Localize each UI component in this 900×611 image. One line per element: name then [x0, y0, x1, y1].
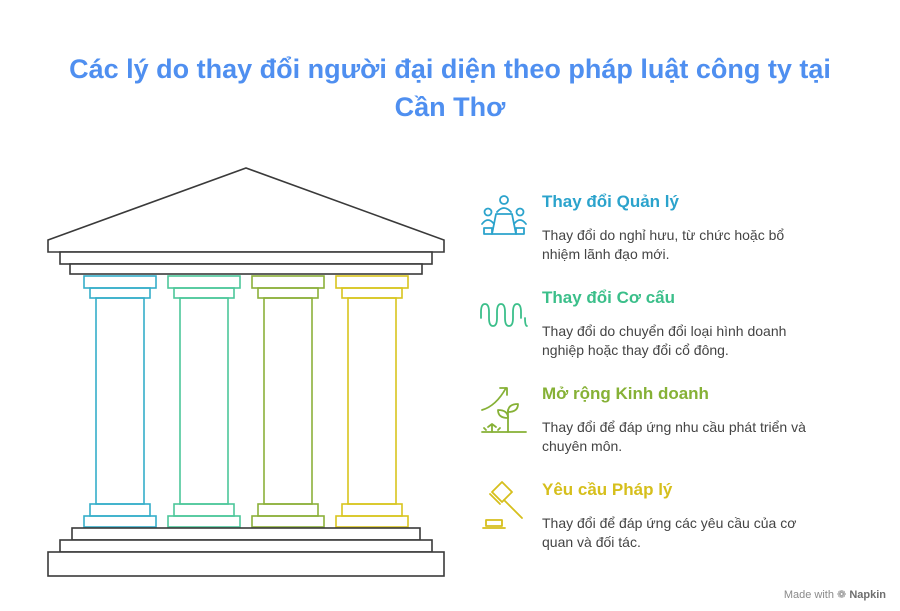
item-title: Yêu cầu Pháp lý	[542, 480, 673, 499]
waveform-icon	[480, 303, 528, 327]
growth-plant-icon	[481, 387, 527, 433]
pillar-olive	[251, 275, 325, 528]
pillar-green	[167, 275, 241, 528]
temple-architrave	[59, 251, 433, 265]
item-description: Thay đổi do chuyển đổi loại hình doanh n…	[542, 323, 787, 358]
pillar-blue	[83, 275, 157, 528]
made-with-label: Made with	[783, 589, 834, 601]
item-description: Thay đổi để đáp ứng nhu cầu phát triển v…	[542, 419, 806, 454]
napkin-brand: Napkin	[849, 589, 886, 601]
temple-base-bottom	[47, 551, 445, 577]
title-line-1: Các lý do thay đổi người đại diện theo p…	[69, 54, 831, 84]
item-title: Thay đổi Quản lý	[542, 192, 679, 211]
item-title: Thay đổi Cơ cấu	[542, 288, 675, 307]
item-description: Thay đổi để đáp ứng các yêu cầu của cơ q…	[542, 515, 797, 550]
team-meeting-icon	[481, 195, 527, 235]
napkin-logo-icon: ❁	[837, 589, 847, 601]
made-with-napkin-footer: Made with ❁ Napkin	[784, 588, 886, 601]
gavel-icon	[482, 481, 523, 529]
temple-base-top	[71, 527, 421, 541]
temple-base-middle	[59, 539, 433, 553]
pillar-yellow	[335, 275, 409, 528]
temple-architrave-lower	[69, 263, 423, 275]
item-description: Thay đổi do nghỉ hưu, từ chức hoặc bổ nh…	[542, 227, 785, 262]
title-line-2: Cần Thơ	[394, 92, 506, 122]
page-title: Các lý do thay đổi người đại diện theo p…	[30, 50, 870, 126]
item-title: Mở rộng Kinh doanh	[542, 384, 709, 403]
temple-roof	[47, 167, 445, 253]
